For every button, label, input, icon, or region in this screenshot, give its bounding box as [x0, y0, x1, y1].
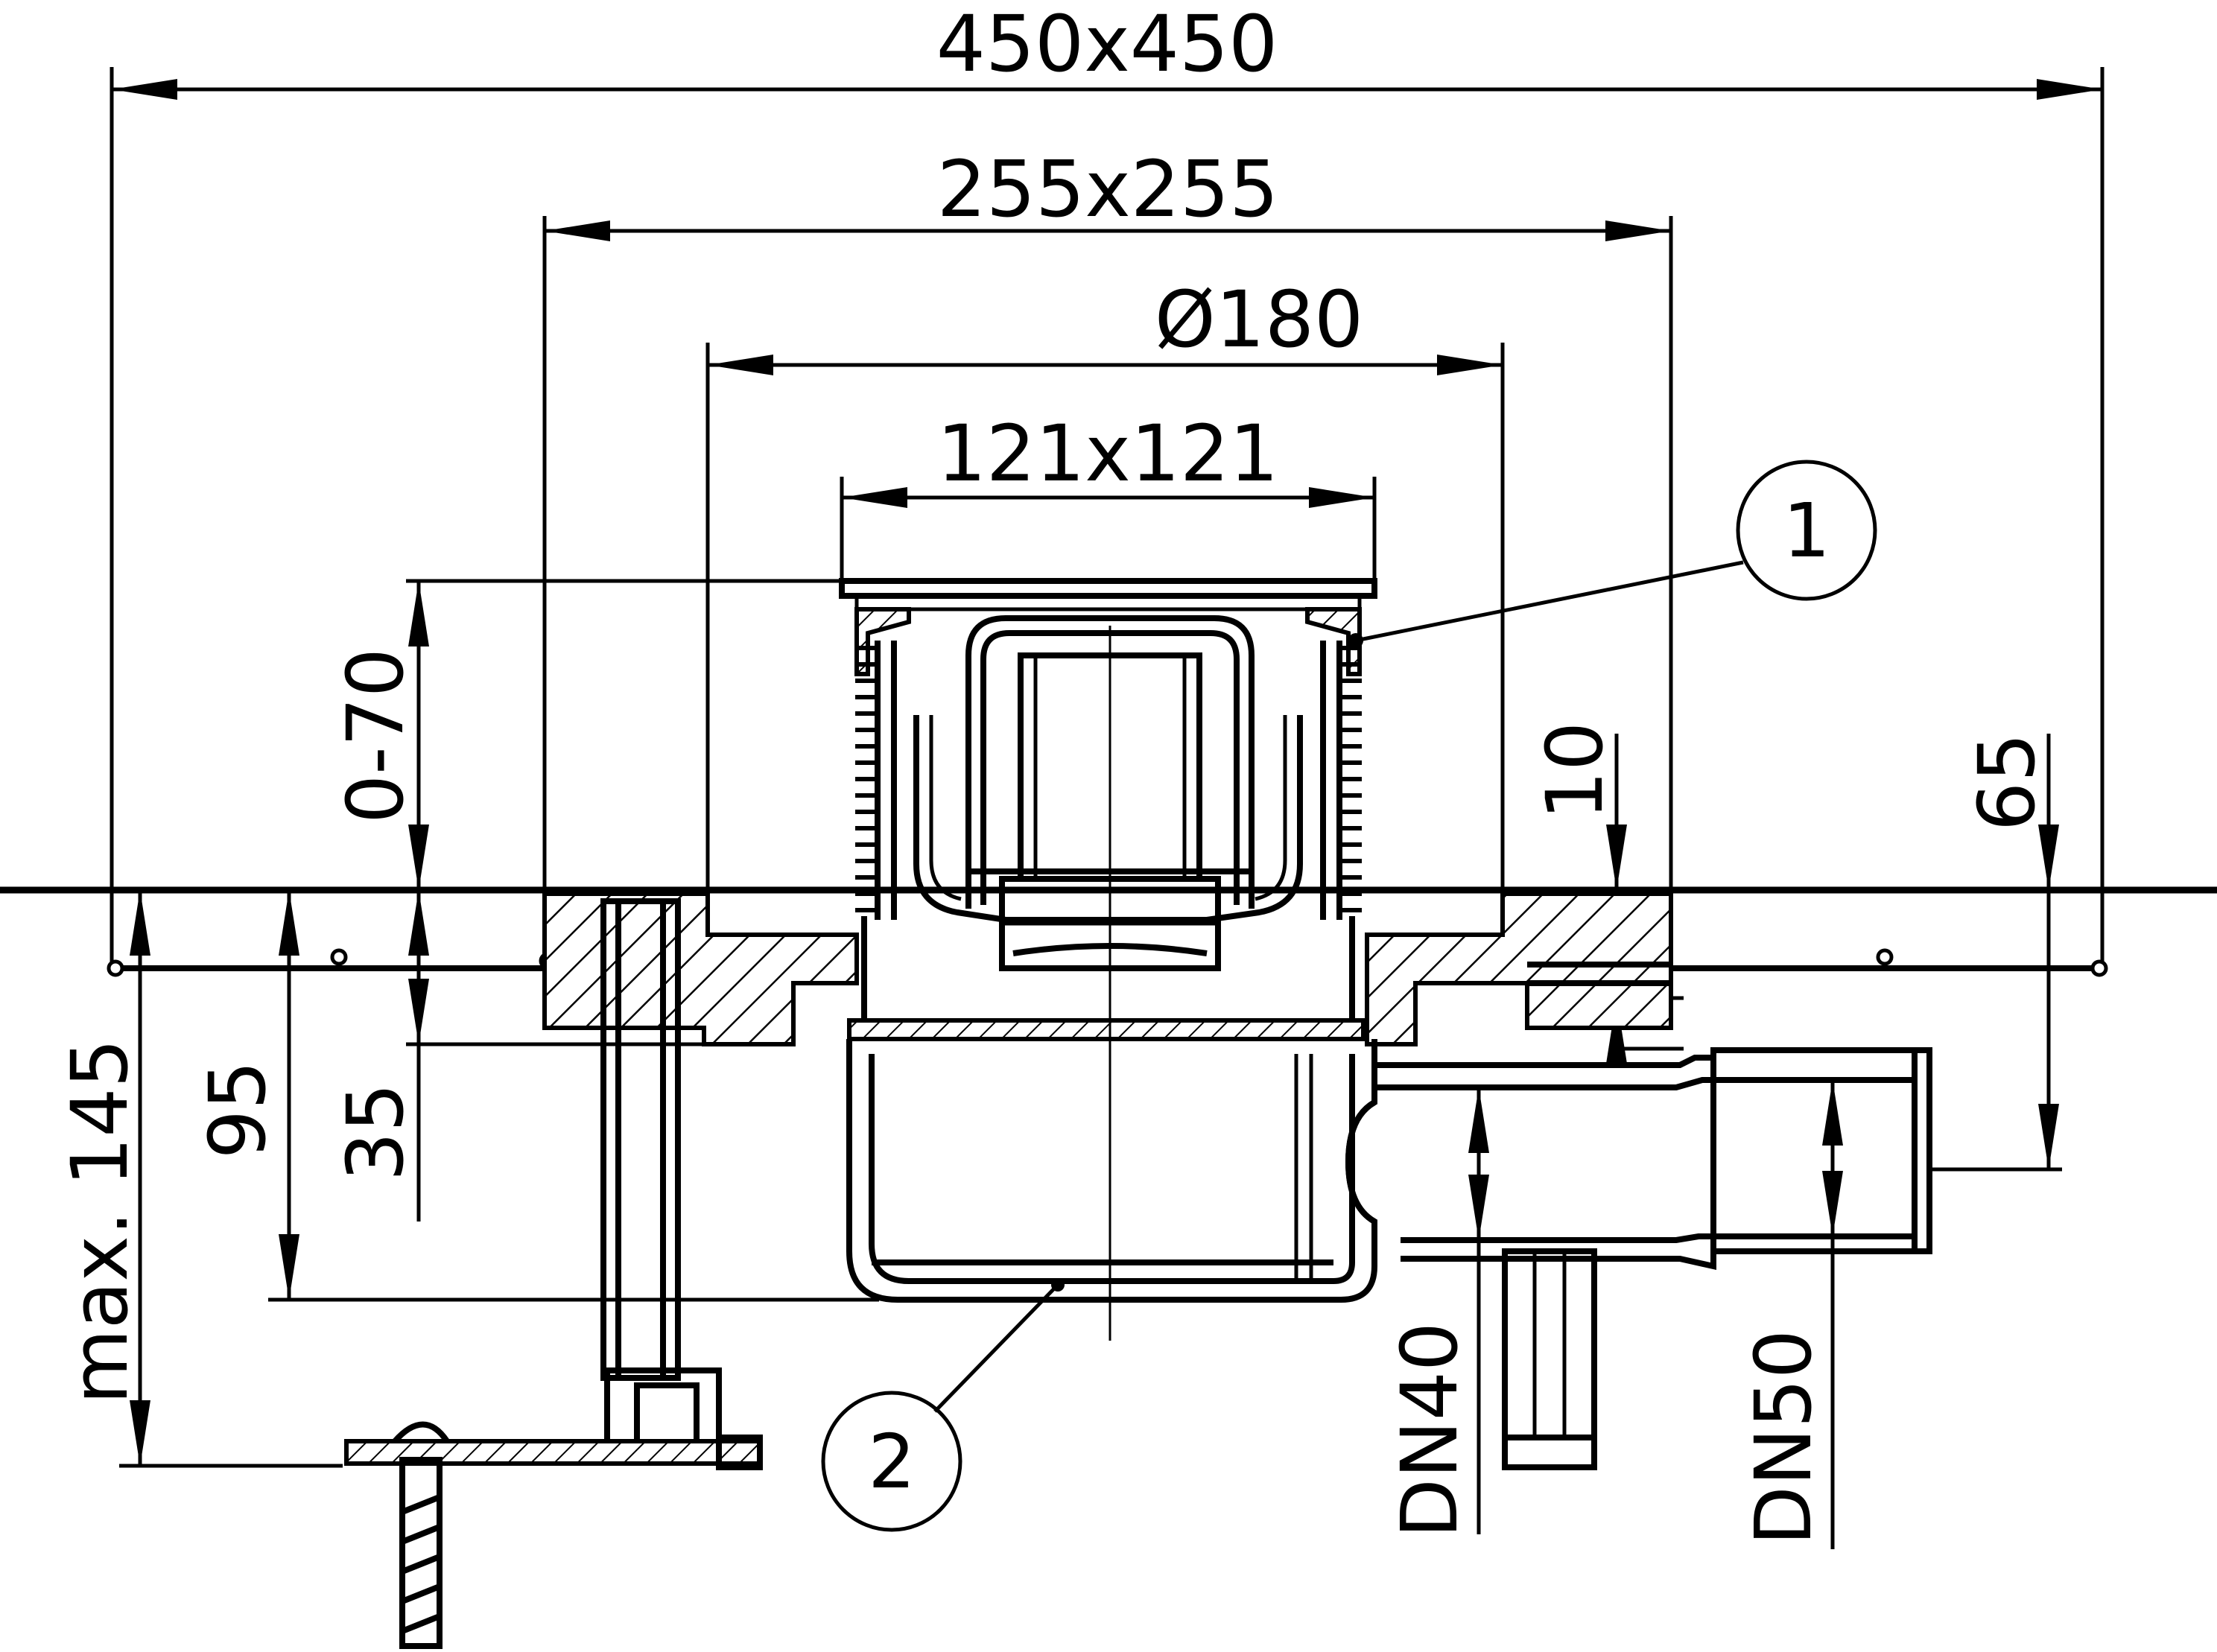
callout-1-label: 1 — [1783, 487, 1830, 574]
dim-frame-label: 255x255 — [937, 144, 1279, 235]
dim-height-35: 35 — [330, 890, 715, 1221]
dim-height-adjust-label: 0-70 — [330, 648, 421, 824]
dim-height-95-label: 95 — [192, 1061, 283, 1159]
support-leg-right — [1502, 1248, 1597, 1470]
dim-height-max: max. 145 — [54, 890, 343, 1468]
callout-2: 2 — [821, 1283, 1059, 1532]
grate-insert — [839, 578, 1377, 971]
sealing-membrane — [107, 948, 2108, 977]
screw-thread — [401, 1494, 441, 1634]
dim-overall: 450x450 — [110, 0, 2105, 968]
flange-section — [542, 892, 1673, 1046]
dim-height-35-label: 35 — [330, 1083, 421, 1181]
dim-overall-label: 450x450 — [936, 0, 1278, 89]
thread-left — [875, 641, 897, 920]
dim-thickness-10-label: 10 — [1529, 722, 1620, 820]
dim-frame: 255x255 — [542, 144, 1673, 916]
dim-outlet-height: 65 — [1929, 733, 2062, 1172]
dim-height-95: 95 — [192, 890, 879, 1302]
dim-diameter: Ø180 — [705, 274, 1505, 916]
dim-height-adjust: 0-70 — [330, 579, 846, 890]
thread-right — [1320, 641, 1342, 920]
outlet-pipe: DN40 DN50 — [1345, 1047, 1932, 1549]
dim-grate: 121x121 — [840, 408, 1377, 588]
dim-outlet-dn40-label: DN40 — [1384, 1322, 1475, 1538]
dim-outlet-height-label: 65 — [1961, 733, 2052, 831]
callout-1: 1 — [1348, 460, 1877, 648]
dim-grate-label: 121x121 — [937, 408, 1279, 499]
callout-2-label: 2 — [868, 1418, 916, 1505]
dim-height-max-label: max. 145 — [54, 1038, 145, 1404]
dim-diameter-label: Ø180 — [1155, 274, 1363, 365]
dim-outlet-dn50-label: DN50 — [1738, 1329, 1829, 1545]
support-leg-left — [344, 898, 763, 1649]
drain-body — [846, 626, 1377, 1341]
